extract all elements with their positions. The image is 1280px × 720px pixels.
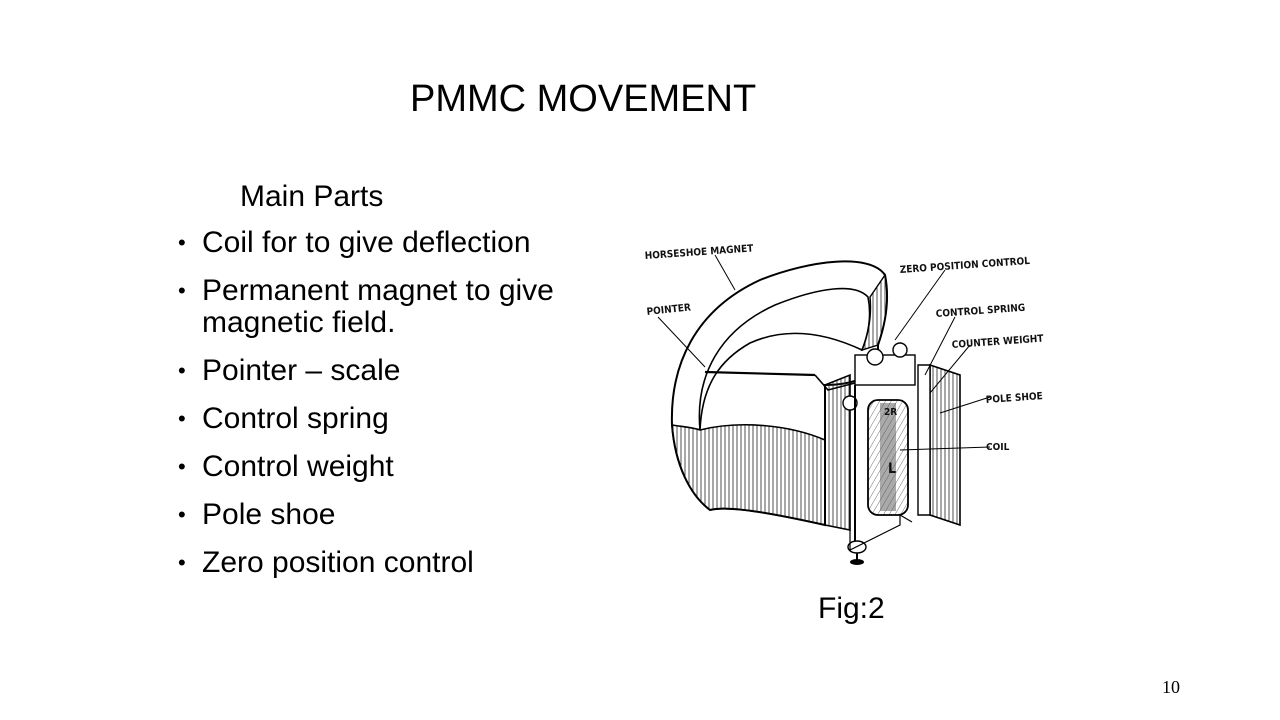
bullet-icon: • — [178, 358, 186, 383]
zero-position-control-label: ZERO POSITION CONTROL — [899, 256, 1030, 276]
list-item-text: Permanent magnet to give magnetic field. — [202, 274, 554, 339]
slide-title: PMMC MOVEMENT — [410, 78, 757, 120]
coil-mark-l: L — [888, 461, 896, 477]
control-spring-label: CONTROL SPRING — [935, 303, 1025, 320]
counter-weight-label: COUNTER WEIGHT — [951, 334, 1044, 351]
list-item: • Control weight — [178, 451, 598, 483]
list-item: • Permanent magnet to give magnetic field… — [178, 275, 598, 339]
pole-shoe-block — [824, 363, 961, 531]
list-item: • Pointer – scale — [178, 355, 598, 387]
bullet-icon: • — [178, 406, 186, 431]
pointer-shape — [704, 370, 856, 391]
figure-caption: Fig:2 — [818, 592, 885, 625]
coil-label: COIL — [986, 442, 1010, 453]
coil-shape: 2R L — [867, 399, 909, 516]
list-item-text: Zero position control — [202, 546, 474, 579]
horseshoe-magnet-label: HORSESHOE MAGNET — [644, 243, 754, 262]
pmmc-diagram: 2R L — [600, 225, 1080, 570]
list-item: • Zero position control — [178, 547, 598, 579]
pivot-assembly — [842, 342, 916, 565]
list-item-text: Pole shoe — [202, 498, 336, 531]
list-item: • Control spring — [178, 403, 598, 435]
coil-mark-2r: 2R — [884, 407, 897, 418]
pole-shoe-label: POLE SHOE — [985, 391, 1043, 406]
list-item: • Coil for to give deflection — [178, 227, 598, 259]
bullet-icon: • — [178, 454, 186, 479]
bullet-icon: • — [178, 230, 186, 255]
bullet-icon: • — [178, 278, 186, 303]
bullet-icon: • — [178, 502, 186, 527]
page-number: 10 — [1162, 677, 1180, 697]
horseshoe-magnet-shape — [670, 260, 888, 527]
parts-list: • Coil for to give deflection • Permanent … — [178, 227, 598, 595]
list-item-text: Pointer – scale — [202, 354, 401, 387]
leader-lines — [657, 254, 991, 451]
bullet-icon: • — [178, 550, 186, 575]
list-item-text: Coil for to give deflection — [202, 226, 531, 259]
list-item-text: Control spring — [202, 402, 389, 435]
pointer-label: POINTER — [646, 302, 691, 318]
list-item: • Pole shoe — [178, 499, 598, 531]
main-parts-heading: Main Parts — [240, 180, 384, 213]
list-item-text: Control weight — [202, 450, 394, 483]
pmmc-diagram-drawing: 2R L — [644, 243, 1045, 565]
